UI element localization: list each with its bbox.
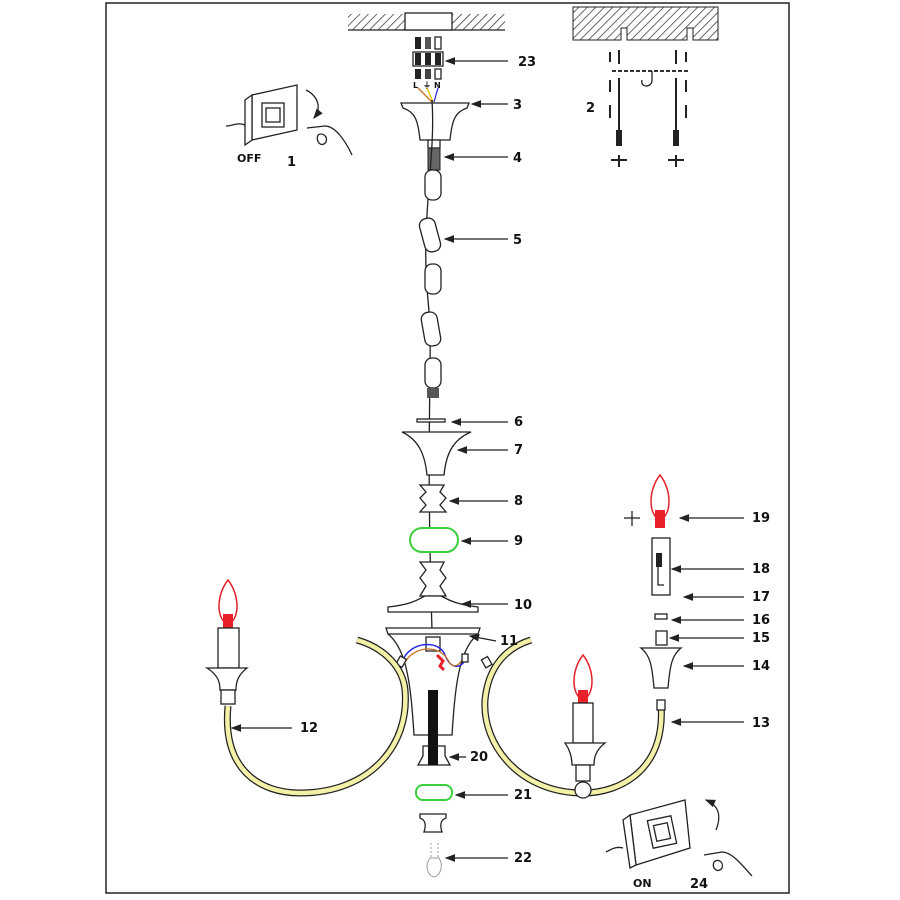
callout-label-24: 24 — [690, 877, 708, 892]
callout-label-18: 18 — [752, 562, 770, 577]
mounting-bracket — [572, 6, 719, 167]
callout-label-3: 3 — [513, 98, 522, 113]
callout-label-10: 10 — [514, 598, 532, 613]
upper-funnel — [401, 431, 472, 476]
bottom-ring — [415, 784, 453, 801]
ceiling — [348, 12, 505, 31]
hand-icon — [703, 851, 753, 877]
rotate-arrow-icon — [305, 89, 323, 120]
terminal-block: L ⏚ N — [412, 36, 444, 103]
callout-label-14: 14 — [752, 659, 770, 674]
callout-arrow-11 — [468, 633, 497, 642]
screw-icon — [624, 511, 640, 526]
callout-label-16: 16 — [752, 613, 770, 628]
callout-label-23: 23 — [518, 55, 536, 70]
chain — [418, 99, 442, 631]
callout-label-1: 1 — [287, 155, 296, 170]
callout-label-22: 22 — [514, 851, 532, 866]
bottom-bulb — [426, 843, 442, 878]
switch-off-label: OFF — [237, 152, 261, 165]
wire-label-live: L — [413, 81, 418, 90]
lower-spindle-plate — [387, 561, 479, 613]
hand-icon — [306, 125, 353, 156]
callout-label-6: 6 — [514, 415, 523, 430]
wire-label-earth: ⏚ — [423, 81, 431, 90]
washer — [416, 418, 446, 423]
exploded-candle-parts — [624, 473, 683, 689]
callout-label-17: 17 — [752, 590, 770, 605]
callout-label-19: 19 — [752, 511, 770, 526]
callout-label-15: 15 — [752, 631, 770, 646]
callout-label-12: 12 — [300, 721, 318, 736]
callout-label-7: 7 — [514, 443, 523, 458]
callout-label-21: 21 — [514, 788, 532, 803]
left-candle — [204, 578, 249, 705]
callout-label-2: 2 — [586, 101, 595, 116]
callout-label-8: 8 — [514, 494, 523, 509]
wall-switch-on: ON — [605, 799, 753, 890]
callout-label-5: 5 — [513, 233, 522, 248]
wall-switch-off: OFF — [225, 84, 353, 165]
central-body — [385, 627, 493, 736]
callout-label-20: 20 — [470, 750, 488, 765]
left-arm — [223, 636, 409, 797]
diagram-frame — [105, 2, 790, 894]
switch-on-label: ON — [633, 877, 652, 890]
upper-spindle — [418, 484, 448, 513]
callout-label-13: 13 — [752, 716, 770, 731]
right-candle — [563, 653, 607, 799]
finial-cup — [419, 813, 447, 833]
threaded-rod — [416, 690, 452, 766]
callout-label-4: 4 — [513, 151, 522, 166]
canopy — [400, 102, 470, 171]
callout-label-9: 9 — [514, 534, 523, 549]
wire-label-neutral: N — [434, 81, 441, 90]
rotate-arrow-icon — [704, 799, 720, 831]
decorative-ring — [409, 527, 459, 553]
callout-label-11: 11 — [500, 634, 518, 649]
